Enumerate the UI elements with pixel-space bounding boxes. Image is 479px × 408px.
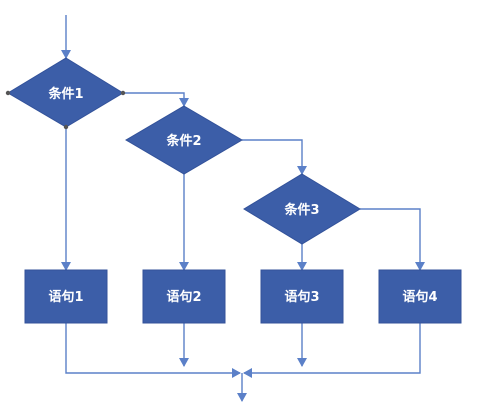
statement-3-label: 语句3: [284, 289, 319, 305]
condition-1-label: 条件1: [48, 86, 83, 102]
c2-no-to-c3: [242, 139, 307, 175]
s4-to-merge: [243, 323, 421, 378]
c1-no-to-c2: [123, 92, 189, 107]
statement-4-label: 语句4: [402, 289, 437, 305]
c3-no-to-s4: [360, 208, 425, 271]
condition-3-label: 条件3: [284, 202, 319, 218]
condition-2-label: 条件2: [166, 133, 201, 149]
statement-1-label: 语句1: [48, 289, 83, 305]
connection-handle-right: [120, 90, 126, 96]
statement-2-label: 语句2: [166, 289, 201, 305]
connection-handle-left: [5, 90, 11, 96]
decision-condition-1: 条件1: [5, 57, 126, 130]
statement-3: 语句3: [260, 269, 344, 324]
connection-handle-bottom: [63, 124, 69, 130]
connectors: [61, 15, 425, 402]
statement-2: 语句2: [142, 269, 226, 324]
decision-condition-3: 条件3: [243, 173, 361, 245]
s1-to-merge: [65, 323, 241, 378]
statement-4: 语句4: [378, 269, 462, 324]
decision-condition-2: 条件2: [125, 105, 243, 175]
statement-1: 语句1: [24, 269, 108, 324]
